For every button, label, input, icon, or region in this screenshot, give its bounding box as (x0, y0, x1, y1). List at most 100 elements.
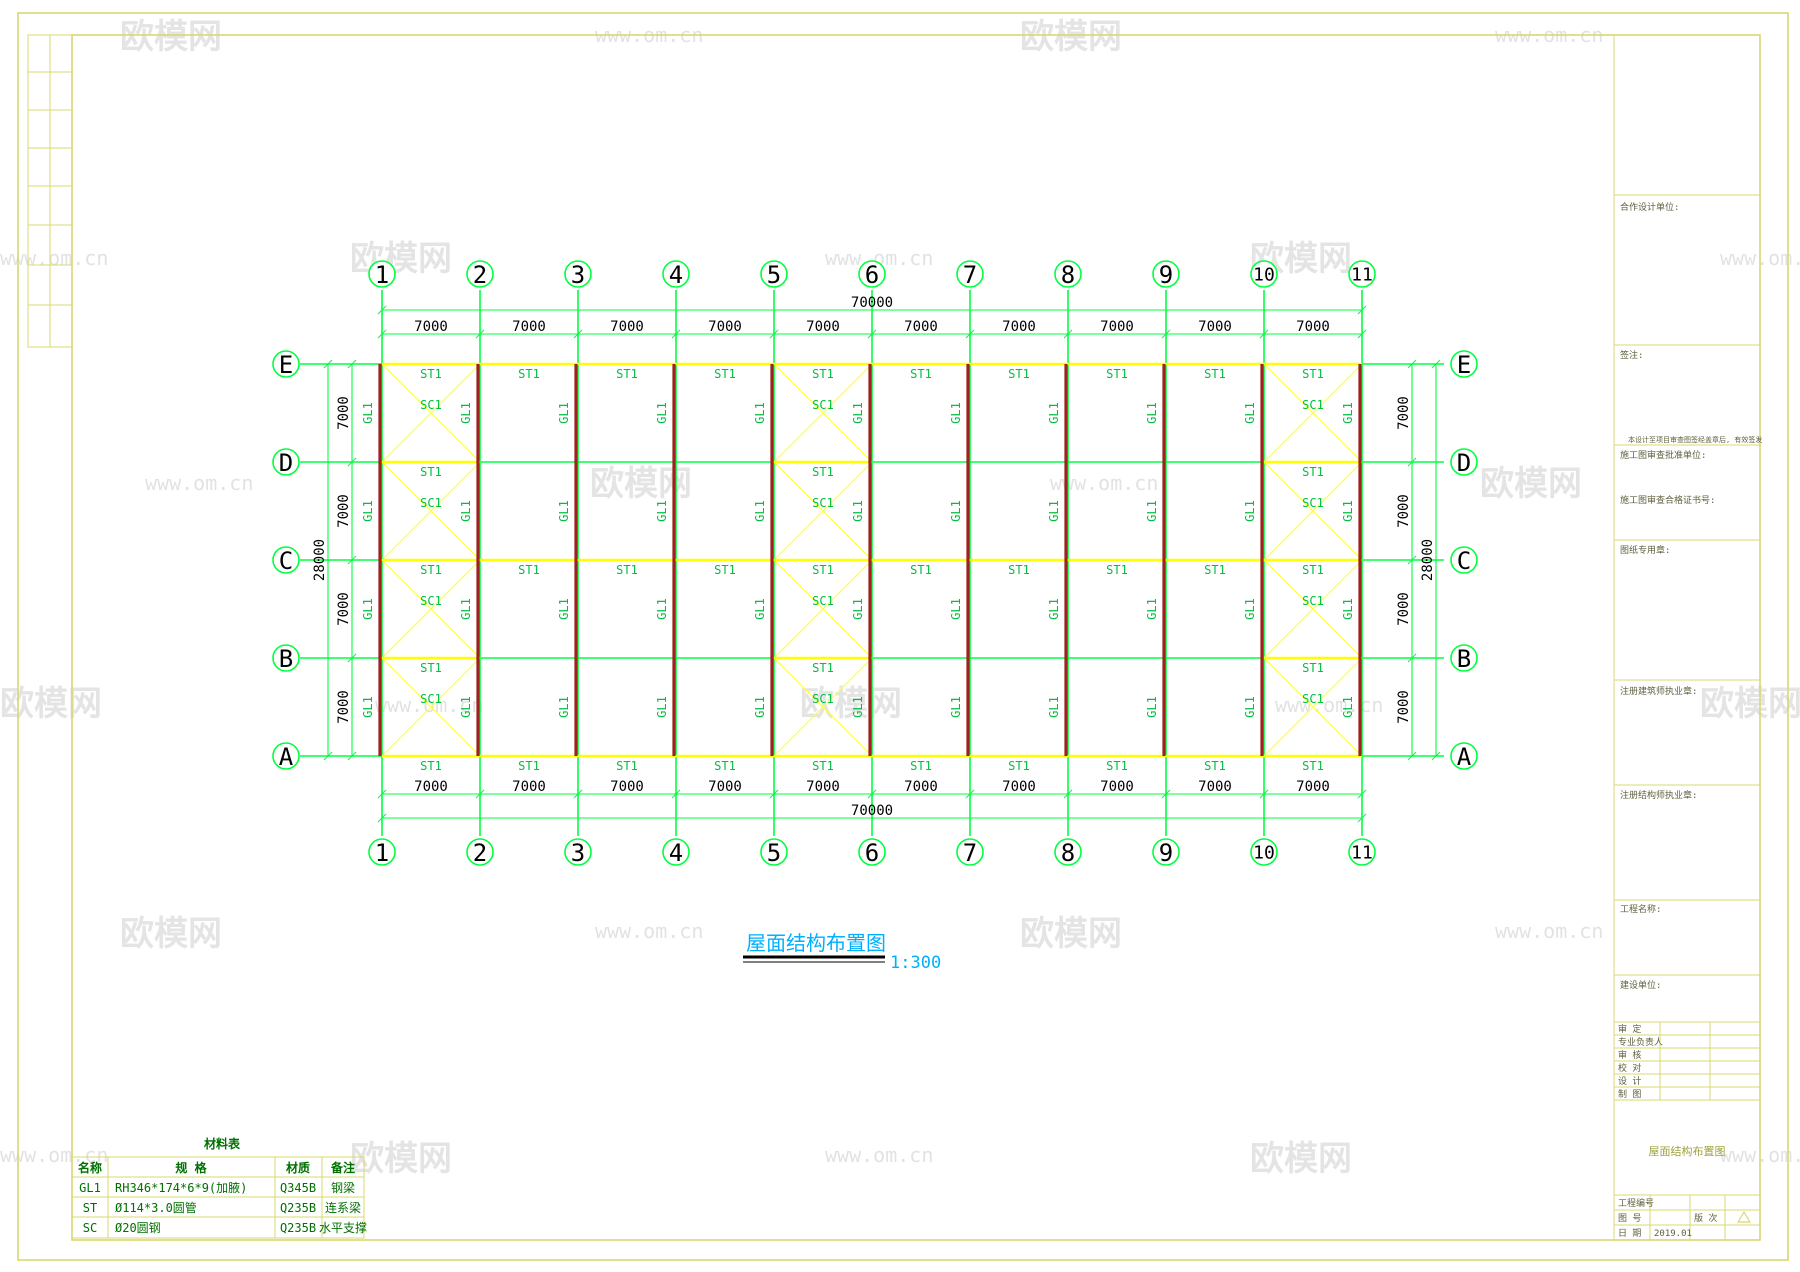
strut-label: ST1 (1302, 759, 1324, 773)
beam-label: GL1 (753, 402, 767, 424)
strut-label: ST1 (1008, 563, 1030, 577)
row-axis-bubble: A (272, 742, 300, 771)
bay-dimension: 7000 (512, 319, 546, 335)
strut-label: ST1 (616, 563, 638, 577)
tb-footer-val-1: 2019.01 (1654, 1229, 1692, 1239)
bay-dimension: 7000 (806, 779, 840, 795)
beam-label: GL1 (361, 598, 375, 620)
title-block: 合作设计单位: 签注: 本设计至项目审查图签经盖章后, 有效签发 施工图审查批准… (1613, 34, 1762, 1241)
tb-review: 施工图审查批准单位: (1620, 449, 1706, 461)
col-axis-bubble: 1 (368, 260, 396, 289)
row-axis-bubble: A (1450, 742, 1478, 771)
tb-notice: 本设计至项目审查图签经盖章后, 有效签发 (1628, 435, 1762, 444)
svg-text:11: 11 (1351, 265, 1373, 286)
drawing-scale: 1:300 (890, 953, 941, 973)
bay-dimension: 7000 (1100, 319, 1134, 335)
tb-footer-0: 工程编号 (1618, 1197, 1654, 1209)
bay-dimension: 7000 (904, 779, 938, 795)
beam-label: GL1 (949, 500, 963, 522)
row-axis-bubble: E (1450, 350, 1478, 379)
svg-text:E: E (279, 351, 293, 379)
bay-dimension: 7000 (1198, 319, 1232, 335)
col-axis-bubble: 4 (662, 838, 690, 867)
horizontal-brace (1263, 657, 1363, 757)
brace-label: SC1 (1302, 594, 1324, 608)
col-axis-bubble: 3 (564, 260, 592, 289)
brace-label: SC1 (1302, 496, 1324, 510)
svg-text:4: 4 (669, 261, 683, 289)
beam-label: GL1 (1047, 402, 1061, 424)
strut-label: ST1 (518, 563, 540, 577)
materials-cell: Q235B (280, 1201, 316, 1215)
brace-label: SC1 (420, 398, 442, 412)
beam-label: GL1 (1145, 696, 1159, 718)
watermark-brand: 欧模网 (1020, 17, 1122, 57)
beam-label: GL1 (459, 500, 473, 522)
strut-label: ST1 (1106, 563, 1128, 577)
bay-width-dimension: 7000 (1396, 690, 1412, 724)
horizontal-brace (1263, 461, 1363, 561)
row-axis-bubble: C (272, 546, 300, 575)
tb-role: 审 定 (1618, 1023, 1641, 1035)
col-axis-bubble: 10 (1250, 838, 1278, 866)
beam-label: GL1 (1341, 696, 1355, 718)
drawing-title-group: 屋面结构布置图 1:300 (743, 931, 941, 973)
watermark-brand: 欧模网 (1700, 684, 1800, 724)
binding-strip (27, 34, 73, 348)
total-width-dimension: 28000 (1420, 539, 1436, 581)
beam-label: GL1 (949, 402, 963, 424)
beam-label: GL1 (459, 402, 473, 424)
watermark-brand: 欧模网 (350, 1139, 452, 1179)
total-length-dimension: 70000 (851, 295, 893, 311)
tb-role: 设 计 (1618, 1075, 1641, 1087)
bay-dimension: 7000 (1002, 319, 1036, 335)
beam-label: GL1 (557, 696, 571, 718)
bay-width-dimension: 7000 (1396, 592, 1412, 626)
beam-label: GL1 (949, 598, 963, 620)
beam-label: GL1 (1047, 696, 1061, 718)
horizontal-brace (773, 363, 873, 463)
row-axis-bubble: C (1450, 546, 1478, 575)
materials-cell: Ø20圆钢 (115, 1221, 161, 1235)
beam-label: GL1 (851, 500, 865, 522)
strut-label: ST1 (714, 759, 736, 773)
svg-text:1: 1 (375, 261, 389, 289)
col-axis-bubble: 6 (858, 838, 886, 867)
watermark-brand: 欧模网 (350, 239, 452, 279)
strut-label: ST1 (518, 759, 540, 773)
watermark-layer: 欧模网欧模网欧模网欧模网欧模网欧模网欧模网欧模网欧模网欧模网欧模网欧模网欧模网w… (0, 17, 1800, 1179)
strut-label: ST1 (1302, 661, 1324, 675)
bay-dimension: 7000 (512, 779, 546, 795)
svg-text:9: 9 (1159, 839, 1173, 867)
brace-label: SC1 (812, 692, 834, 706)
strut-label: ST1 (518, 367, 540, 381)
horizontal-brace (1263, 559, 1363, 659)
horizontal-brace (381, 363, 481, 463)
materials-header: 规 格 (175, 1160, 207, 1175)
svg-text:A: A (279, 743, 294, 771)
tb-review-cert: 施工图审查合格证书号: (1620, 494, 1715, 506)
beam-label: GL1 (655, 598, 669, 620)
horizontal-brace (773, 657, 873, 757)
strut-label: ST1 (812, 759, 834, 773)
watermark-url: www.om.cn (595, 919, 703, 943)
strut-label: ST1 (1106, 367, 1128, 381)
tb-role: 审 核 (1618, 1049, 1641, 1061)
watermark-brand: 欧模网 (800, 684, 902, 724)
tb-footer-2: 日 期 (1618, 1228, 1641, 1239)
strut-label: ST1 (1302, 563, 1324, 577)
row-axis-bubble: D (272, 448, 300, 477)
watermark-url: www.om.cn (825, 1143, 933, 1167)
beam-label: GL1 (557, 500, 571, 522)
materials-cell: SC (83, 1221, 97, 1235)
col-axis-bubble: 7 (956, 260, 984, 289)
beam-label: GL1 (655, 696, 669, 718)
tb-sheet-name: 屋面结构布置图 (1649, 1144, 1726, 1158)
svg-text:6: 6 (865, 261, 879, 289)
strut-label: ST1 (1204, 759, 1226, 773)
svg-text:C: C (279, 547, 293, 575)
tb-footer-1: 图 号 (1618, 1213, 1641, 1224)
materials-header: 名称 (78, 1160, 102, 1175)
horizontal-brace (381, 657, 481, 757)
